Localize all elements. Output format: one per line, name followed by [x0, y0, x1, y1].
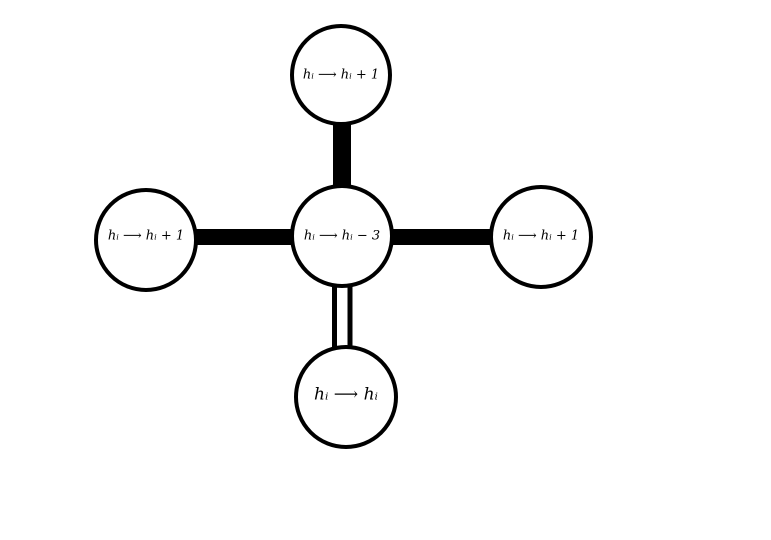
node-center: hᵢ ⟶ hᵢ − 3: [290, 184, 394, 288]
edge-center-top: [333, 122, 351, 188]
node-right: hᵢ ⟶ hᵢ + 1: [489, 185, 593, 289]
node-left-label: hᵢ ⟶ hᵢ + 1: [108, 229, 184, 244]
node-top: hᵢ ⟶ hᵢ + 1: [290, 24, 392, 126]
node-right-label: hᵢ ⟶ hᵢ + 1: [503, 229, 579, 244]
edge-center-right: [391, 229, 492, 245]
node-bottom: hᵢ ⟶ hᵢ: [294, 345, 398, 449]
node-bottom-label: hᵢ ⟶ hᵢ: [314, 385, 378, 405]
edge-left-center: [195, 229, 295, 245]
node-left: hᵢ ⟶ hᵢ + 1: [94, 188, 198, 292]
node-center-label: hᵢ ⟶ hᵢ − 3: [304, 229, 380, 244]
node-top-label: hᵢ ⟶ hᵢ + 1: [303, 68, 379, 83]
edge-center-bottom-double: [332, 283, 353, 350]
